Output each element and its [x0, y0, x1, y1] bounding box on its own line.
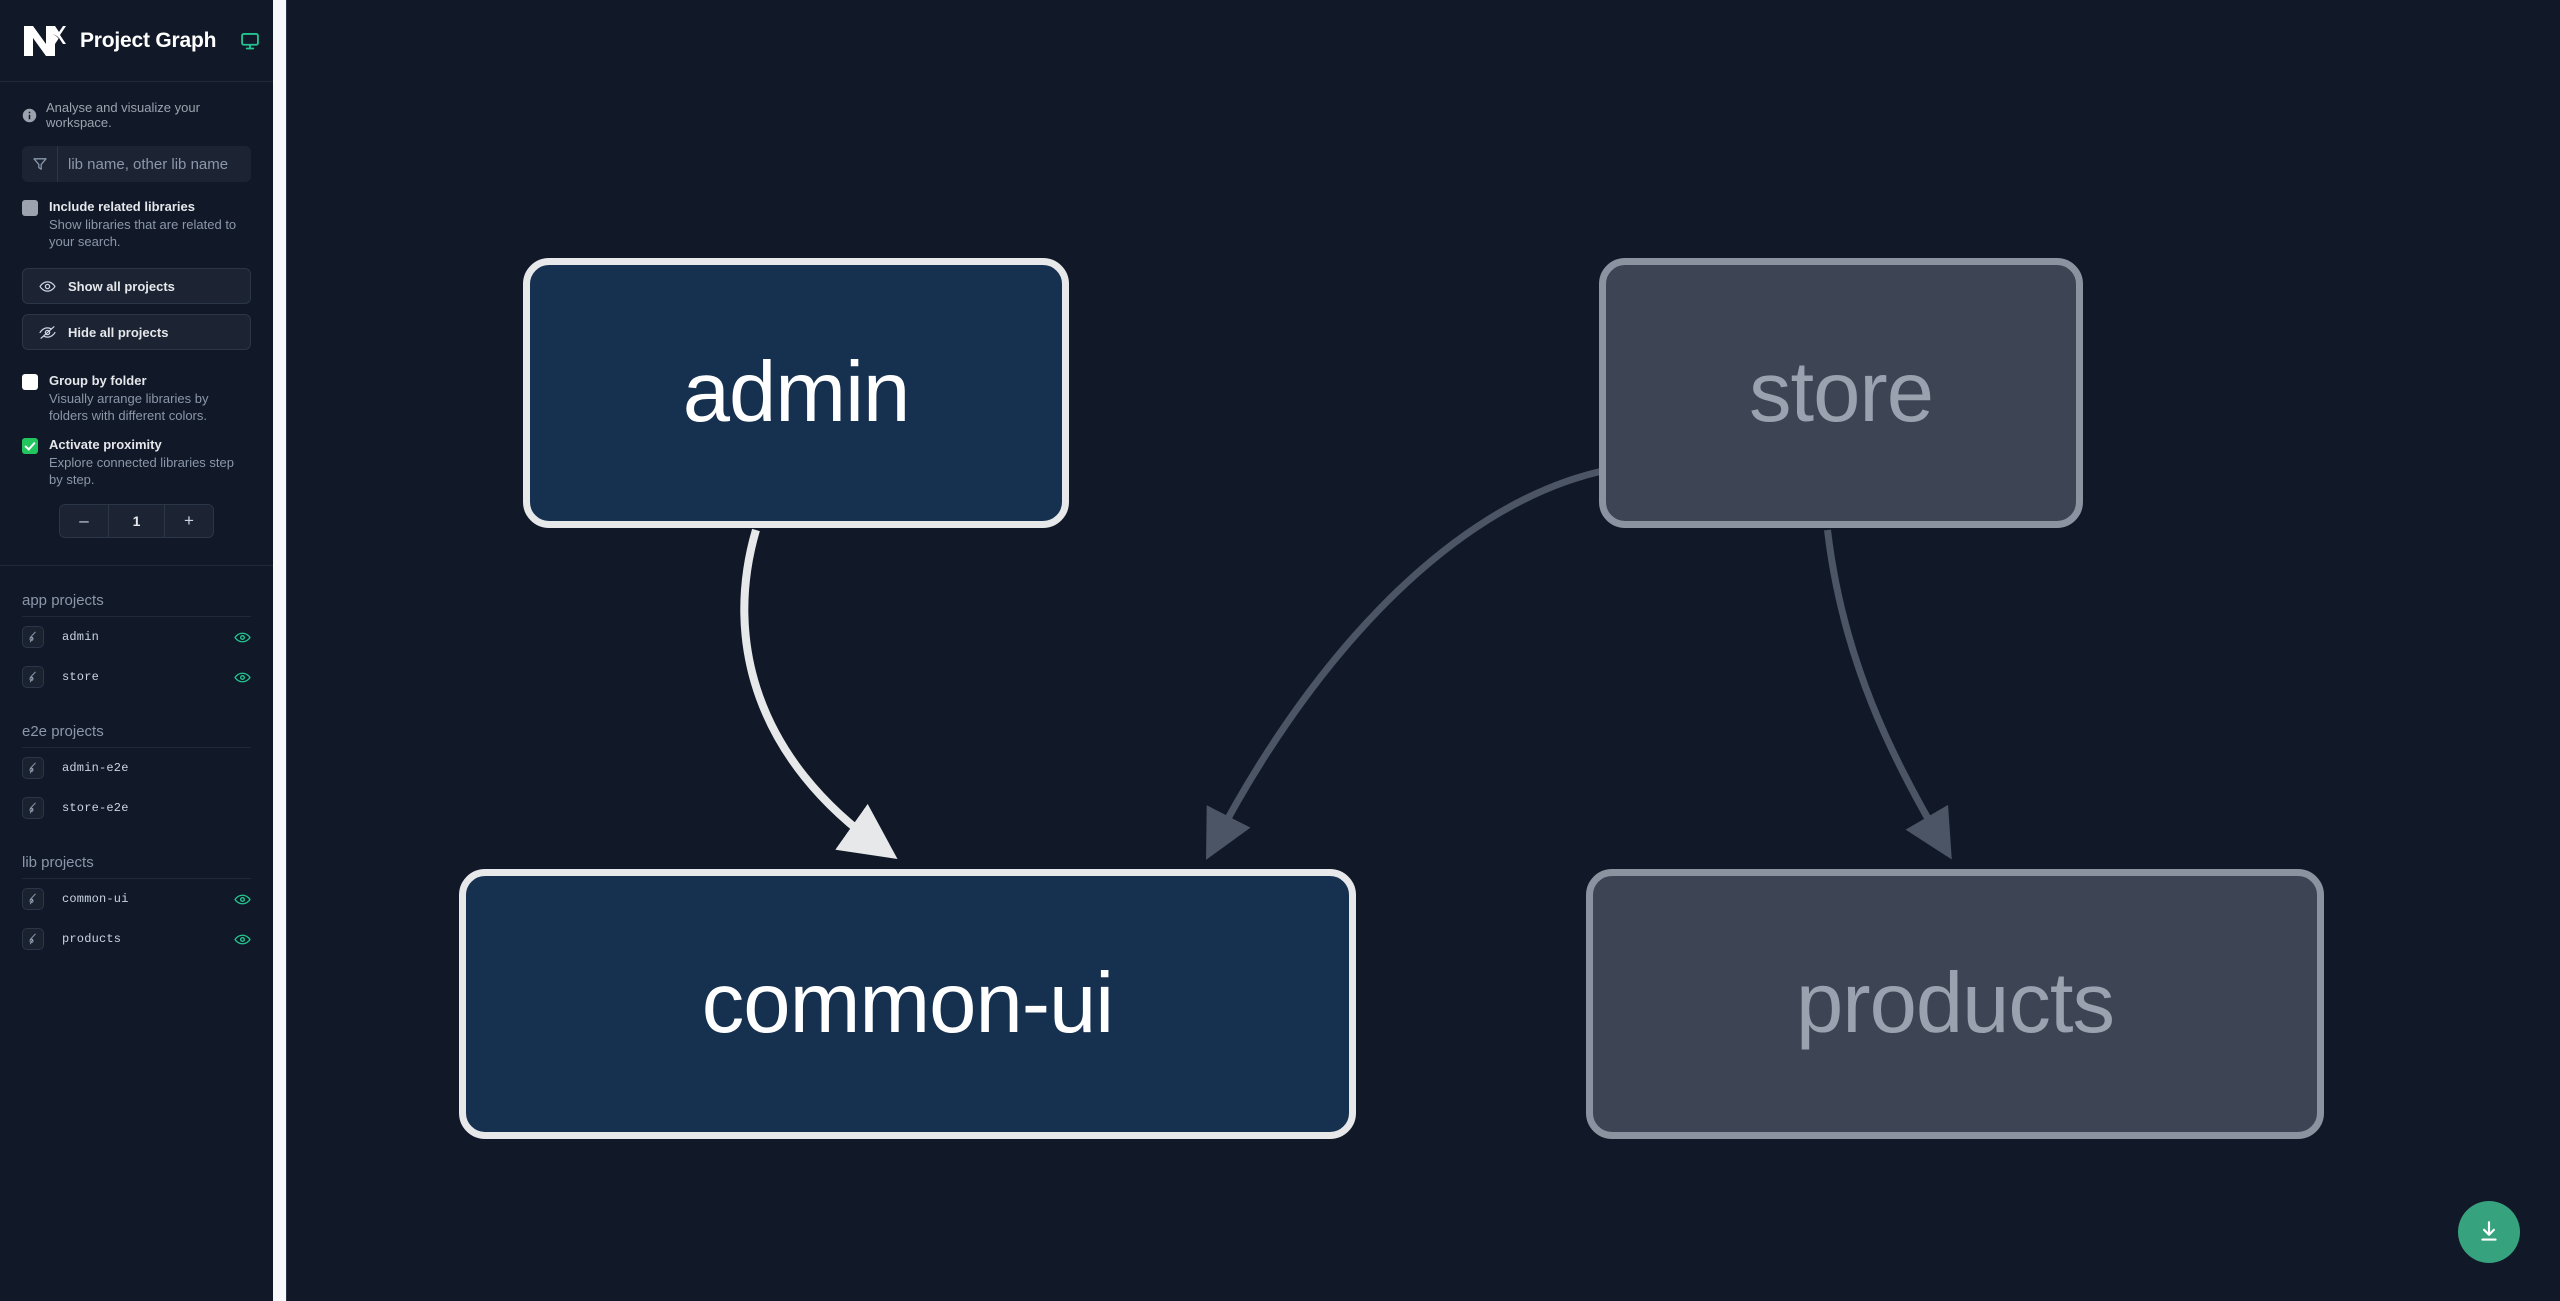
- proximity-value: 1: [108, 505, 165, 537]
- project-icon: [22, 797, 44, 819]
- proximity-decrement-button[interactable]: –: [60, 505, 108, 537]
- option-label: Group by folder: [49, 373, 147, 388]
- project-icon: [22, 626, 44, 648]
- sidebar: Project Graph Analyse and visualize your…: [0, 0, 273, 1301]
- graph-canvas[interactable]: admin store common-ui products: [273, 0, 2560, 1301]
- project-group-title: app projects: [22, 566, 251, 617]
- show-all-projects-button[interactable]: Show all projects: [22, 268, 251, 304]
- project-name: products: [62, 932, 122, 946]
- info-icon: [22, 108, 37, 123]
- project-icon: [22, 888, 44, 910]
- option-include-related-libraries[interactable]: Include related libraries Show libraries…: [0, 182, 273, 250]
- funnel-icon[interactable]: [22, 146, 58, 182]
- option-description: Explore connected libraries step by step…: [49, 455, 234, 487]
- graph-node-label: common-ui: [701, 956, 1114, 1051]
- sidebar-header: Project Graph: [0, 0, 273, 82]
- visibility-buttons: Show all projects Hide all projects: [0, 250, 273, 350]
- option-description: Show libraries that are related to your …: [49, 217, 237, 249]
- project-name: admin-e2e: [62, 761, 129, 775]
- option-activate-proximity[interactable]: Activate proximity Explore connected lib…: [0, 424, 273, 488]
- project-row-products[interactable]: products: [22, 919, 251, 959]
- graph-node-label: store: [1749, 345, 1934, 440]
- project-row-admin[interactable]: admin: [22, 617, 251, 657]
- project-icon: [22, 666, 44, 688]
- project-visibility-eye-icon[interactable]: [234, 669, 251, 686]
- monitor-icon[interactable]: [240, 31, 260, 51]
- graph-node-label: admin: [682, 345, 911, 440]
- download-icon: [2481, 1221, 2497, 1241]
- project-group-app: app projects admin: [0, 566, 273, 697]
- tagline-text: Analyse and visualize your workspace.: [46, 100, 200, 130]
- project-icon: [22, 757, 44, 779]
- tagline: Analyse and visualize your workspace.: [0, 82, 273, 146]
- page-title: Project Graph: [80, 28, 217, 52]
- option-label: Include related libraries: [49, 199, 195, 214]
- edge-store-to-common-ui: [1206, 466, 1608, 860]
- project-name: store-e2e: [62, 801, 129, 815]
- project-row-store[interactable]: store: [22, 657, 251, 697]
- graph-node-common-ui[interactable]: common-ui: [459, 869, 1356, 1139]
- eye-icon: [39, 280, 56, 292]
- project-name: common-ui: [62, 892, 129, 906]
- graph-edges: [740, 466, 1952, 860]
- include-related-libraries-checkbox[interactable]: [22, 200, 38, 216]
- hide-all-projects-button[interactable]: Hide all projects: [22, 314, 251, 350]
- project-group-title: lib projects: [22, 828, 251, 879]
- edge-admin-to-common-ui: [740, 528, 898, 860]
- project-row-store-e2e[interactable]: store-e2e: [22, 788, 251, 828]
- project-visibility-eye-icon[interactable]: [234, 891, 251, 908]
- project-row-admin-e2e[interactable]: admin-e2e: [22, 748, 251, 788]
- graph-node-label: products: [1795, 956, 2115, 1051]
- search-box[interactable]: [22, 146, 251, 182]
- project-icon: [22, 928, 44, 950]
- hide-all-projects-label: Hide all projects: [68, 324, 169, 340]
- project-group-lib: lib projects common-ui: [0, 828, 273, 959]
- proximity-increment-button[interactable]: +: [165, 505, 213, 537]
- proximity-stepper-wrap: – 1 +: [0, 488, 273, 538]
- project-row-common-ui[interactable]: common-ui: [22, 879, 251, 919]
- option-label: Activate proximity: [49, 437, 162, 452]
- proximity-stepper: – 1 +: [59, 504, 214, 538]
- graph-node-store[interactable]: store: [1599, 258, 2083, 528]
- project-visibility-eye-icon[interactable]: [234, 629, 251, 646]
- eye-off-icon: [39, 325, 56, 339]
- nx-logo-icon: [22, 22, 66, 60]
- graph-node-admin[interactable]: admin: [523, 258, 1069, 528]
- group-by-folder-checkbox[interactable]: [22, 374, 38, 390]
- edge-store-to-products: [1824, 529, 1952, 860]
- option-description: Visually arrange libraries by folders wi…: [49, 391, 209, 423]
- project-name: admin: [62, 630, 100, 644]
- project-group-e2e: e2e projects admin-e2e store-e2e: [0, 697, 273, 828]
- sidebar-divider: [0, 565, 273, 566]
- activate-proximity-checkbox[interactable]: [22, 438, 38, 454]
- search-input[interactable]: [58, 146, 251, 182]
- search-row: [0, 146, 273, 182]
- project-name: store: [62, 670, 100, 684]
- sidebar-scrollbar[interactable]: [273, 0, 287, 1301]
- graph-node-products[interactable]: products: [1586, 869, 2324, 1139]
- project-group-title: e2e projects: [22, 697, 251, 748]
- option-group-by-folder[interactable]: Group by folder Visually arrange librari…: [0, 350, 273, 424]
- download-graph-button[interactable]: [2458, 1201, 2520, 1263]
- show-all-projects-label: Show all projects: [68, 278, 175, 294]
- project-visibility-eye-icon[interactable]: [234, 931, 251, 948]
